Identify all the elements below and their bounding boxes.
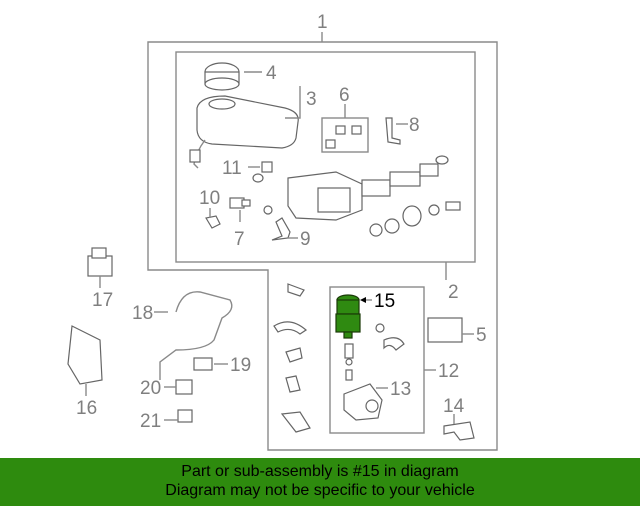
bracket-part-14 <box>443 421 475 441</box>
parts-diagram: 1 2 3 4 5 6 7 8 9 10 11 12 13 14 15 16 1… <box>67 12 498 451</box>
callout-8: 8 <box>409 115 420 136</box>
reservoir-part-3 <box>189 95 299 169</box>
info-banner: Part or sub-assembly is #15 in diagram D… <box>0 458 640 506</box>
module-part-20 <box>175 379 193 395</box>
clip-part-10 <box>205 215 221 229</box>
bracket-part-8 <box>385 117 401 145</box>
actuator-part-13 <box>343 383 383 421</box>
highlighted-part-15 <box>335 294 361 339</box>
callout-14: 14 <box>443 396 465 417</box>
callout-7: 7 <box>234 229 245 250</box>
seal-rings <box>263 201 461 237</box>
callout-16: 16 <box>76 398 97 419</box>
callout-20: 20 <box>140 378 161 399</box>
assembly-12-box <box>329 286 425 434</box>
wire-harness-part-18 <box>159 291 233 380</box>
master-cylinder-body <box>287 155 449 221</box>
callout-5: 5 <box>476 325 487 346</box>
assembly-1-outline <box>147 41 498 451</box>
callout-9: 9 <box>300 229 311 250</box>
callout-11: 11 <box>222 158 242 179</box>
callout-6: 6 <box>339 85 350 106</box>
filter-part-5 <box>427 317 463 343</box>
misc-parts-column <box>273 283 311 433</box>
callout-21: 21 <box>140 411 161 432</box>
callout-1: 1 <box>317 12 328 33</box>
connector-part-19 <box>193 357 213 371</box>
banner-line-1: Part or sub-assembly is #15 in diagram <box>181 463 459 480</box>
relay-part-17 <box>87 247 113 277</box>
callout-15: 15 <box>374 291 395 312</box>
bracket-part-16 <box>67 325 103 385</box>
assembly-2-box <box>175 51 476 263</box>
grommets-part-6 <box>321 117 369 153</box>
callout-18: 18 <box>132 303 153 324</box>
leader-3 <box>285 86 301 119</box>
callout-2: 2 <box>448 282 459 303</box>
valve-parts-12 <box>344 323 405 381</box>
callout-17: 17 <box>92 290 113 311</box>
callout-19: 19 <box>230 355 251 376</box>
bolt-part-11 <box>252 161 273 183</box>
leader-15-arrow <box>360 297 366 303</box>
callout-10: 10 <box>199 188 220 209</box>
callout-13: 13 <box>390 379 411 400</box>
bracket-part-9 <box>271 217 291 241</box>
sensor-part-7 <box>229 197 251 209</box>
callout-12: 12 <box>438 361 459 382</box>
reservoir-cap-part-4 <box>204 62 240 91</box>
clip-part-21 <box>177 409 193 423</box>
banner-line-2: Diagram may not be specific to your vehi… <box>165 482 475 499</box>
callout-3: 3 <box>306 89 317 110</box>
callout-4: 4 <box>266 63 277 84</box>
